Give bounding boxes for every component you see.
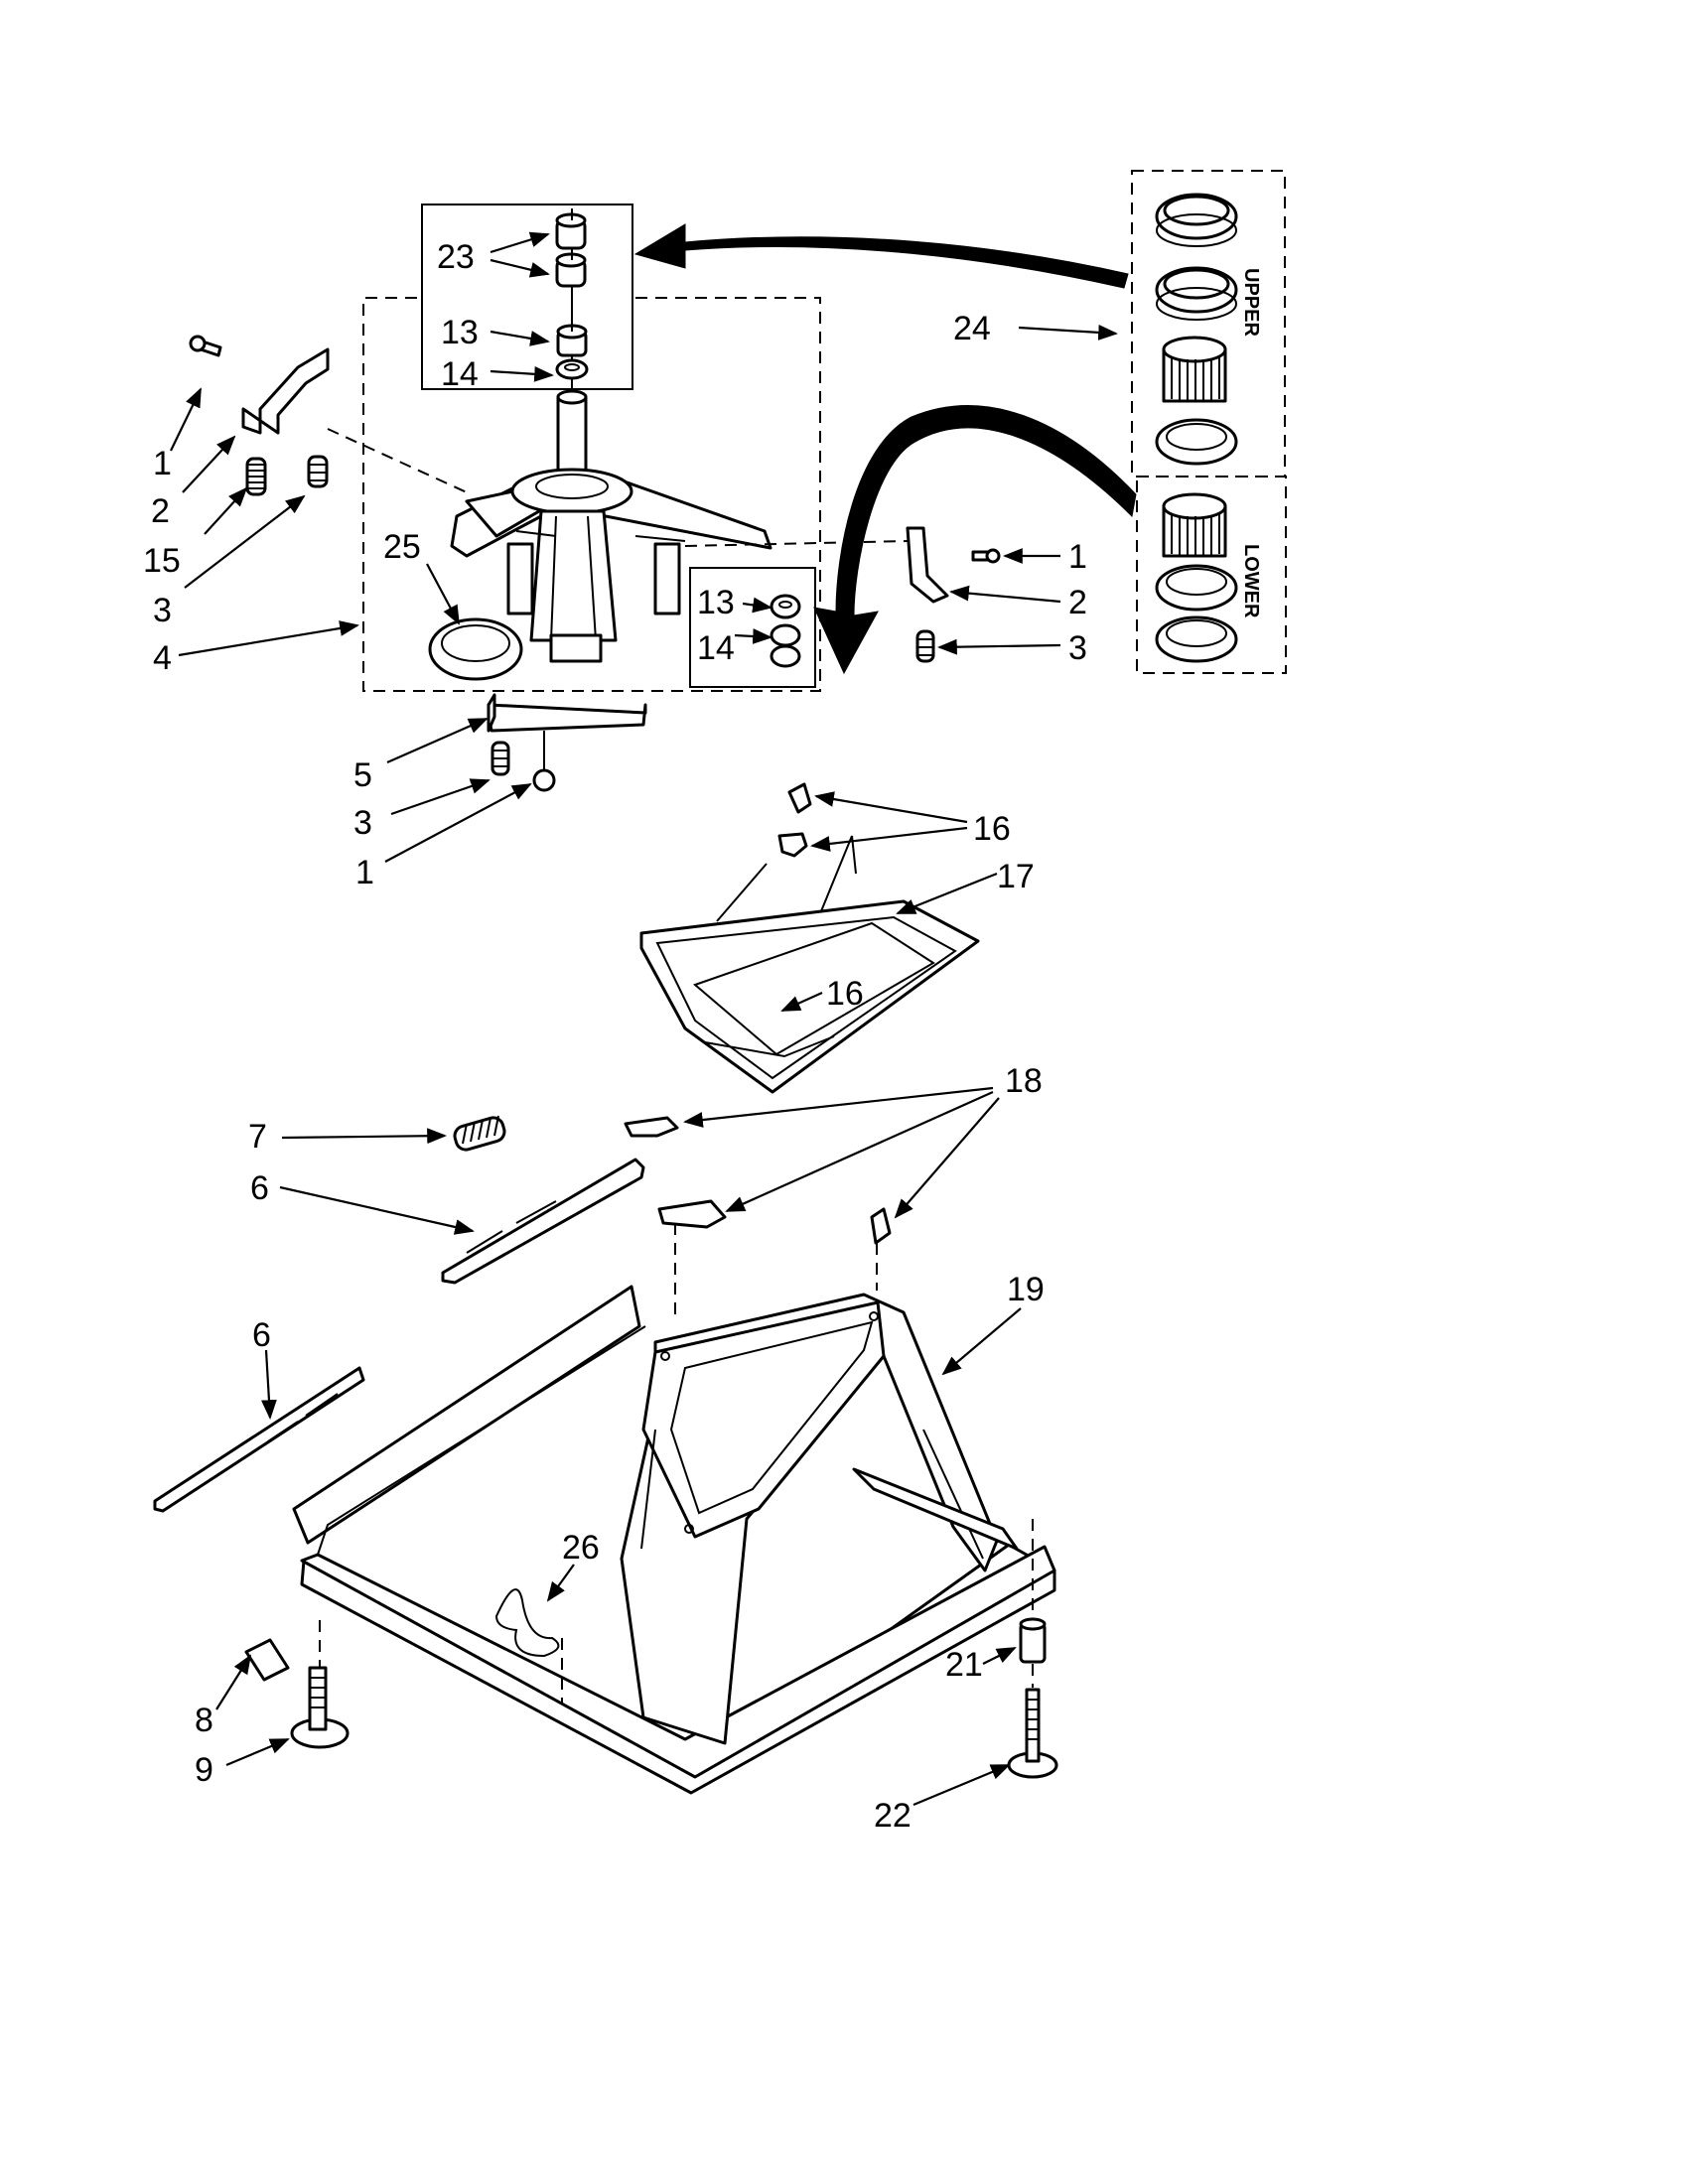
callout-9: 9 bbox=[195, 1751, 213, 1789]
foot-22 bbox=[1007, 1688, 1058, 1779]
kit-ring-icon bbox=[1155, 266, 1238, 321]
callout-14-side: 14 bbox=[697, 629, 735, 667]
callout-14: 14 bbox=[441, 355, 479, 393]
bracket-2-right bbox=[906, 526, 949, 604]
group-box-bearings-top bbox=[421, 204, 633, 390]
clip-16 bbox=[777, 832, 808, 858]
callout-2: 2 bbox=[151, 492, 170, 530]
clip-26 bbox=[494, 1588, 560, 1658]
callout-18: 18 bbox=[1005, 1062, 1043, 1100]
spring-3-bottom bbox=[491, 741, 510, 776]
callout-22: 22 bbox=[874, 1797, 912, 1835]
screw-1-bottom bbox=[532, 731, 556, 792]
callout-15: 15 bbox=[143, 542, 181, 580]
suspension-hub bbox=[450, 389, 772, 663]
callout-6-left: 6 bbox=[252, 1316, 271, 1354]
bearing-box-side bbox=[689, 567, 816, 688]
spring-3-left bbox=[307, 455, 329, 488]
platform-17 bbox=[639, 899, 980, 1094]
screw-1-right bbox=[971, 548, 1001, 564]
kit-gear-icon bbox=[1162, 336, 1227, 403]
kit-ring-icon bbox=[1155, 193, 1238, 247]
group-box-main bbox=[362, 297, 821, 692]
strap-6-upper bbox=[441, 1158, 645, 1285]
spring-7 bbox=[453, 1115, 506, 1152]
callout-26: 26 bbox=[562, 1529, 600, 1567]
leader-lines bbox=[170, 231, 1118, 1807]
washer-14 bbox=[555, 358, 589, 380]
callout-3: 3 bbox=[153, 592, 172, 629]
callout-13-side: 13 bbox=[697, 584, 735, 621]
kit-arrow-upper bbox=[633, 223, 1129, 289]
callout-7: 7 bbox=[248, 1118, 267, 1156]
kit-ring-icon bbox=[1155, 564, 1238, 612]
snubber-18 bbox=[657, 1199, 727, 1229]
strap-6-left bbox=[153, 1366, 365, 1513]
kit-upper-label: UPPER bbox=[1240, 268, 1262, 337]
sleeve-21 bbox=[1019, 1617, 1047, 1664]
callout-23: 23 bbox=[437, 238, 475, 276]
foot-9 bbox=[290, 1666, 350, 1749]
callout-3-right: 3 bbox=[1068, 629, 1087, 667]
bracket-2-left bbox=[241, 347, 330, 435]
callout-6-upper: 6 bbox=[250, 1169, 269, 1207]
bearing-23 bbox=[555, 252, 587, 288]
ring-25 bbox=[428, 617, 523, 681]
bearing-box-upper bbox=[421, 204, 633, 390]
callout-19: 19 bbox=[1007, 1271, 1045, 1308]
bearing-13-side bbox=[770, 594, 801, 619]
callout-1-right: 1 bbox=[1068, 538, 1087, 576]
kit-gear-icon bbox=[1162, 492, 1227, 558]
callout-25: 25 bbox=[383, 528, 421, 566]
callout-21: 21 bbox=[945, 1646, 983, 1684]
spring-3-right bbox=[915, 629, 935, 663]
callout-5: 5 bbox=[353, 756, 372, 794]
callout-1-bottom: 1 bbox=[355, 854, 374, 891]
callout-13: 13 bbox=[441, 314, 479, 351]
callout-4: 4 bbox=[153, 639, 172, 677]
callout-labels: 23 13 14 24 1 2 15 3 4 25 13 14 1 2 3 5 … bbox=[143, 238, 1087, 1835]
group-box-bearings-side bbox=[689, 567, 816, 688]
callout-3-bottom: 3 bbox=[353, 804, 372, 842]
kit-arrow-lower bbox=[813, 405, 1137, 675]
callout-16-top: 16 bbox=[973, 810, 1011, 848]
kit-ring-icon bbox=[1155, 615, 1238, 663]
snubber-18 bbox=[870, 1207, 892, 1245]
callout-17: 17 bbox=[997, 858, 1035, 895]
screw-1-left bbox=[189, 335, 222, 357]
callout-24: 24 bbox=[953, 310, 991, 347]
base-frame-19 bbox=[292, 1285, 1056, 1795]
clip-16 bbox=[787, 782, 812, 814]
bearing-kit-panel: UPPER LOWER bbox=[1131, 170, 1287, 674]
spring-15 bbox=[245, 457, 267, 496]
callout-2-right: 2 bbox=[1068, 584, 1087, 621]
callout-8: 8 bbox=[195, 1702, 213, 1739]
kit-lower-label: LOWER bbox=[1240, 544, 1262, 618]
kit-ring-icon bbox=[1155, 418, 1238, 466]
snubber-18 bbox=[624, 1116, 679, 1138]
bracket-5 bbox=[487, 693, 647, 733]
washer-14-side bbox=[770, 623, 801, 668]
foot-sleeve-8 bbox=[244, 1638, 290, 1682]
callout-16-lower: 16 bbox=[826, 975, 864, 1013]
callout-1: 1 bbox=[153, 445, 172, 482]
